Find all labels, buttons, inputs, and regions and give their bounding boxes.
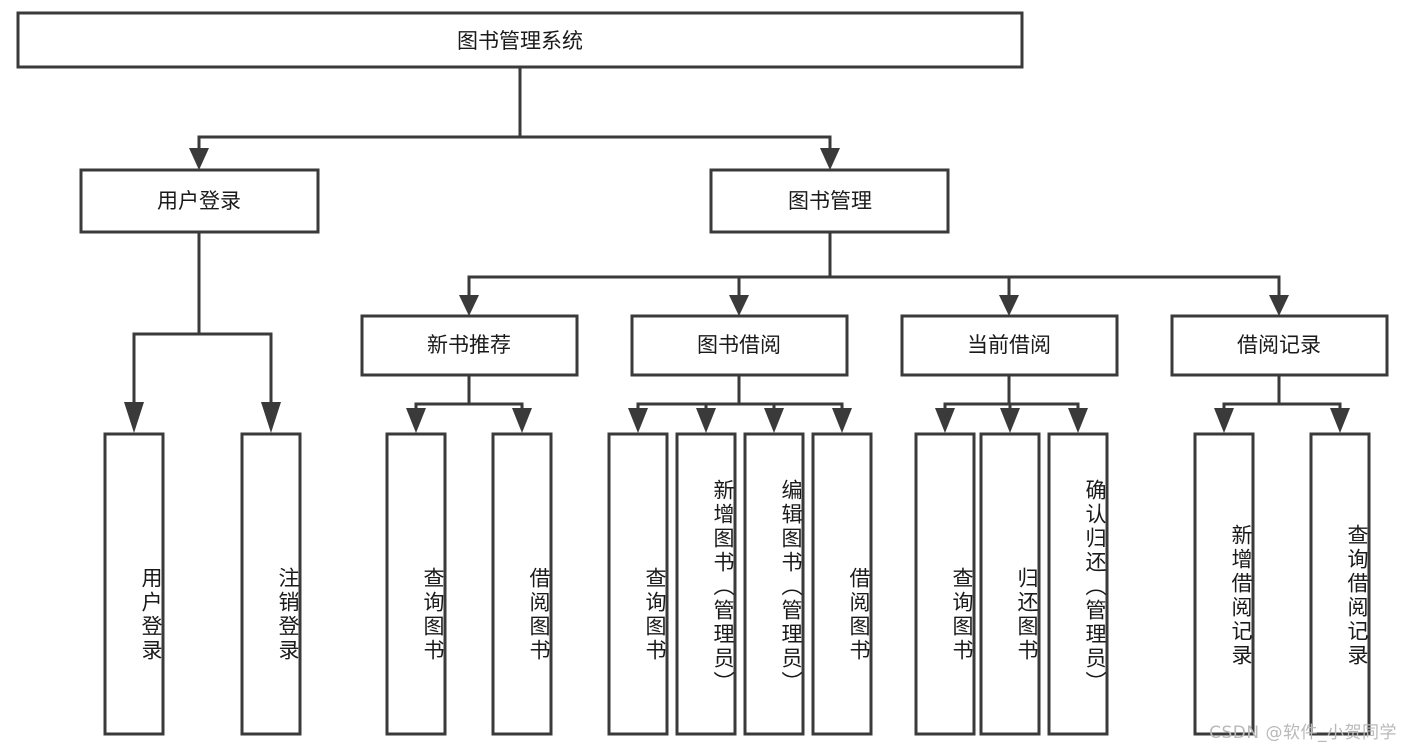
leaf-box-current-borrow-1[interactable] [914,432,976,736]
node-root-box[interactable] [16,11,1024,69]
node-current-borrow-label: 当前借阅 [967,333,1051,357]
leaf-boxes-current-borrow [914,432,1109,736]
leaf-box-book-borrow-4[interactable] [811,432,873,736]
arrow-head-user-login-leaf-2 [261,402,281,433]
node-new-book-recommend-box[interactable] [360,314,579,377]
arrow-head-to-user-login [189,148,209,170]
node-new-book-recommend[interactable]: 新书推荐 [360,314,579,377]
csdn-watermark: CSDN @软件_小贺同学 [1209,723,1397,743]
leaf-box-new-book-2[interactable] [491,432,553,736]
leaf-box-book-borrow-1[interactable] [607,432,669,736]
leaf-boxes-user-login [103,432,302,736]
connectors-book-borrow-to-leaves [628,373,852,433]
node-borrow-record-label: 借阅记录 [1237,333,1321,357]
connectors-borrow-record-to-leaves [1214,373,1350,433]
node-user-login[interactable]: 用户登录 [79,168,320,234]
arrow-head-borrow-record-leaf-1 [1214,408,1234,433]
arrow-head-book-borrow-leaf-2 [696,408,716,433]
leaf-box-book-borrow-3[interactable] [743,432,805,736]
arrow-head-to-book-borrow [729,295,749,316]
node-book-borrow[interactable]: 图书借阅 [630,314,849,377]
node-book-borrow-label: 图书借阅 [697,333,781,357]
arrow-head-current-borrow-leaf-3 [1068,408,1088,433]
connectors-root-to-level2 [189,65,840,170]
arrow-head-current-borrow-leaf-2 [1000,408,1020,433]
arrow-head-current-borrow-leaf-1 [935,408,955,433]
connectors-user-login-to-leaves [124,230,281,433]
arrow-head-book-borrow-leaf-4 [832,408,852,433]
leaf-box-borrow-record-1[interactable] [1193,432,1255,736]
leaf-boxes-borrow-record [1193,432,1371,736]
leaf-box-user-login-1[interactable] [103,432,165,736]
arrow-head-to-current-borrow [999,295,1019,316]
node-book-borrow-box[interactable] [630,314,849,377]
arrow-head-user-login-leaf-1 [124,402,144,433]
node-book-manage-label: 图书管理 [788,189,872,213]
node-root-label: 图书管理系统 [457,29,583,53]
arrow-head-new-book-leaf-2 [512,408,532,433]
node-current-borrow[interactable]: 当前借阅 [900,314,1119,377]
node-current-borrow-box[interactable] [900,314,1119,377]
leaf-box-new-book-1[interactable] [385,432,447,736]
connectors-current-borrow-to-leaves [935,373,1088,433]
node-user-login-label: 用户登录 [157,189,241,213]
connectors-new-book-to-leaves [406,373,532,433]
arrow-head-to-book-manage [820,148,840,170]
arrow-head-book-borrow-leaf-1 [628,408,648,433]
node-book-manage-box[interactable] [709,168,950,234]
arrow-head-to-new-book [459,295,479,316]
leaf-box-borrow-record-2[interactable] [1309,432,1371,736]
arrow-head-book-borrow-leaf-3 [764,408,784,433]
leaf-boxes-new-book-recommend [385,432,553,736]
node-user-login-box[interactable] [79,168,320,234]
node-borrow-record-box[interactable] [1170,314,1389,377]
leaf-box-user-login-2[interactable] [240,432,302,736]
arrow-head-to-borrow-record [1269,295,1289,316]
node-borrow-record[interactable]: 借阅记录 [1170,314,1389,377]
leaf-boxes-book-borrow [607,432,873,736]
node-new-book-recommend-label: 新书推荐 [427,333,511,357]
node-book-manage[interactable]: 图书管理 [709,168,950,234]
leaf-box-current-borrow-2[interactable] [979,432,1041,736]
leaf-box-book-borrow-2[interactable] [675,432,737,736]
node-root-system[interactable]: 图书管理系统 [16,11,1024,69]
leaf-box-current-borrow-3[interactable] [1047,432,1109,736]
connectors-book-manage-to-level3 [459,230,1289,316]
arrow-head-borrow-record-leaf-2 [1330,408,1350,433]
arrow-head-new-book-leaf-1 [406,408,426,433]
